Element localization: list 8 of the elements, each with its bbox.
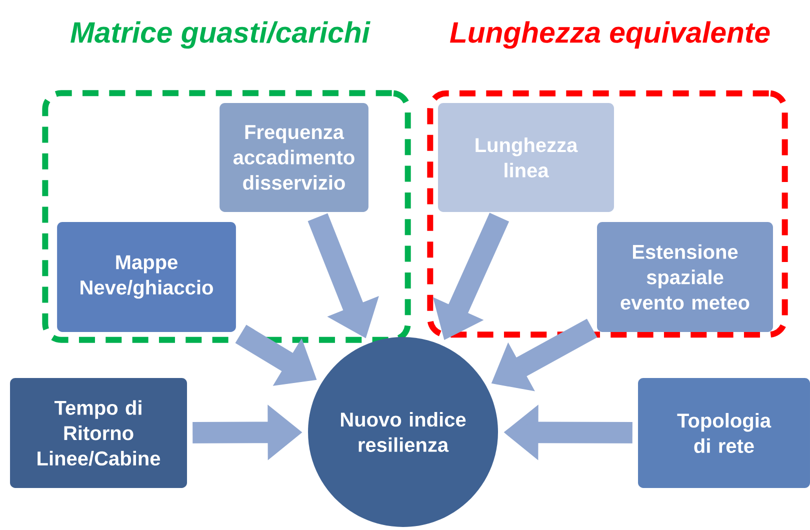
process-box: Tempo di Ritorno Linee/Cabine xyxy=(10,378,187,488)
process-box: Estensione spaziale evento meteo xyxy=(597,222,773,332)
process-box: Frequenza accadimento disservizio xyxy=(220,103,368,212)
process-box: Lunghezza linea xyxy=(438,103,614,212)
group-title: Matrice guasti/carichi xyxy=(70,21,370,49)
process-box: Mappe Neve/ghiaccio xyxy=(57,222,236,332)
process-box: Topologia di rete xyxy=(638,378,810,488)
group-title: Lunghezza equivalente xyxy=(450,21,770,49)
